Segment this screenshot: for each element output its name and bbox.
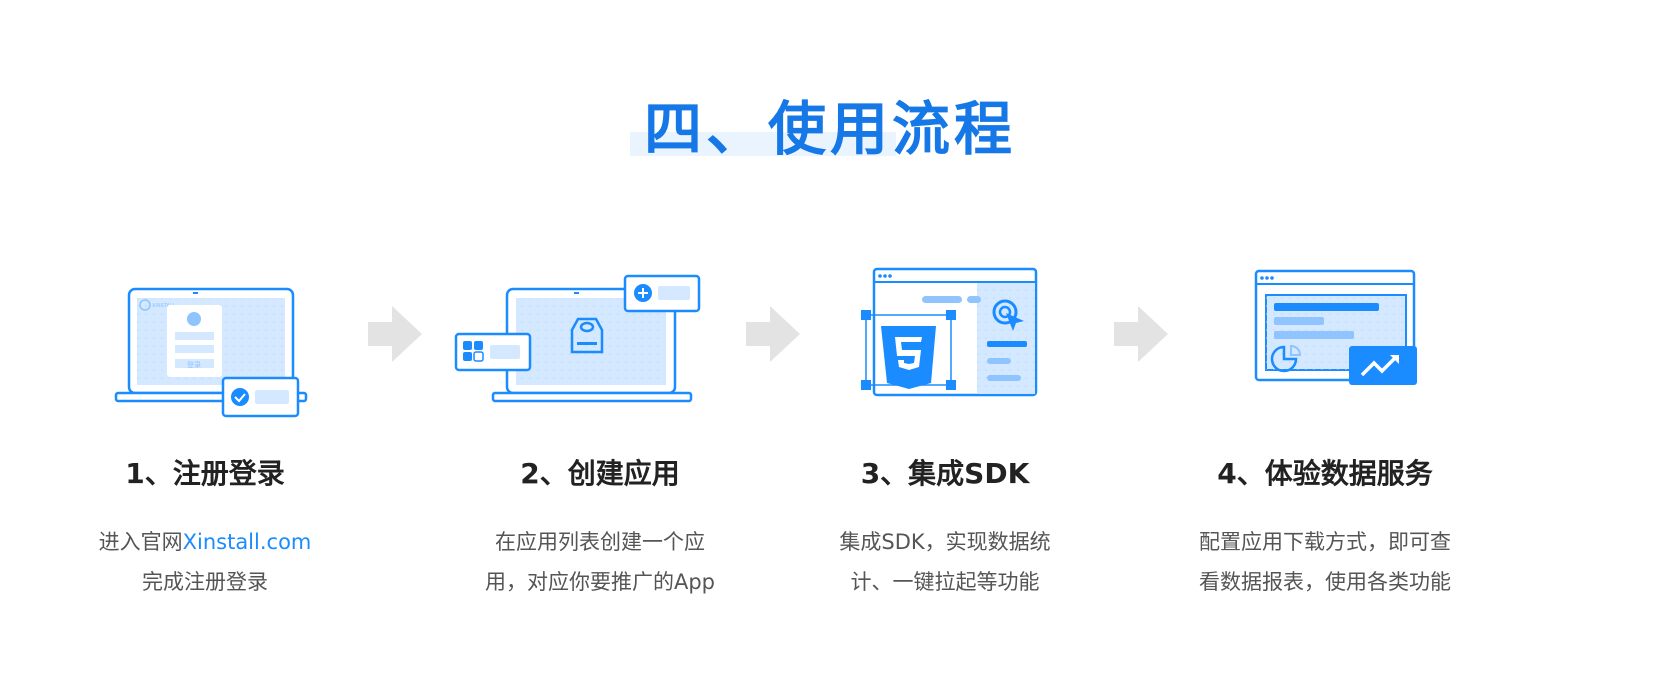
arrow-right-icon bbox=[368, 306, 422, 362]
step-title: 2、创建应用 bbox=[520, 457, 680, 490]
step-4: 4、体验数据服务 配置应用下载方式，即可查 看数据报表，使用各类功能 bbox=[1145, 0, 1505, 602]
illustrations: XINSTALL 登录 bbox=[114, 267, 1417, 418]
step-desc: 在应用列表创建一个应 bbox=[495, 530, 705, 554]
title-highlight bbox=[630, 132, 896, 156]
website-link[interactable]: Xinstall.com bbox=[182, 530, 312, 554]
laptop-login-icon: XINSTALL 登录 bbox=[114, 287, 308, 418]
html5-sdk-icon bbox=[861, 267, 1038, 397]
step-desc: 进入官网 bbox=[98, 530, 183, 554]
arrow-right-icon bbox=[1114, 306, 1168, 362]
step-desc: 看数据报表，使用各类功能 bbox=[1199, 570, 1451, 594]
logo-text: XINSTALL bbox=[152, 303, 176, 309]
step-desc: 集成SDK，实现数据统 bbox=[839, 530, 1051, 554]
arrow-right-icon bbox=[746, 306, 800, 362]
laptop-create-app-icon bbox=[454, 274, 701, 403]
step-desc: 配置应用下载方式，即可查 bbox=[1199, 530, 1451, 554]
step-3: 3、集成SDK 集成SDK，实现数据统 计、一键拉起等功能 bbox=[765, 0, 1125, 602]
step-desc: 用，对应你要推广的App bbox=[484, 570, 716, 594]
step-2: 2、创建应用 在应用列表创建一个应 用，对应你要推广的App bbox=[420, 0, 780, 602]
step-desc: 计、一键拉起等功能 bbox=[850, 570, 1040, 594]
page-title: 四、使用流程 bbox=[643, 95, 1016, 163]
data-report-icon bbox=[1254, 269, 1417, 385]
login-button-label: 登录 bbox=[187, 360, 201, 369]
step-title: 4、体验数据服务 bbox=[1217, 457, 1433, 490]
step-desc: 完成注册登录 bbox=[142, 570, 268, 594]
step-1: 1、注册登录 进入官网Xinstall.com 完成注册登录 bbox=[25, 0, 385, 602]
step-title: 1、注册登录 bbox=[125, 457, 285, 490]
step-title: 3、集成SDK bbox=[860, 457, 1030, 490]
